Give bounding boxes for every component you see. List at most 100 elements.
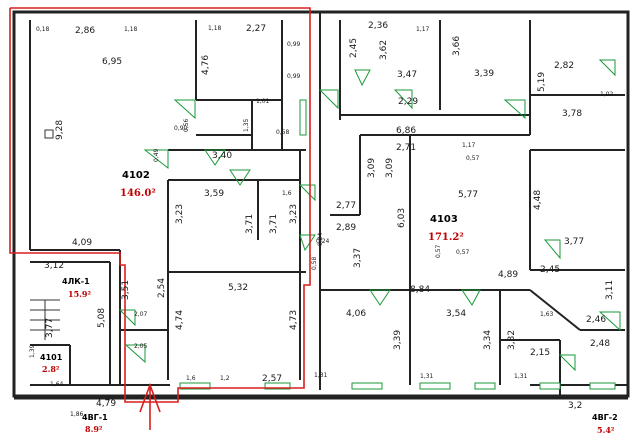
dim: 2,77	[336, 201, 356, 211]
dim: 1,6	[282, 190, 292, 197]
dim: 2,36	[368, 21, 388, 31]
dim: 2,57	[262, 374, 282, 384]
dim: 2,89	[336, 223, 356, 233]
dim: 0,57	[435, 244, 442, 258]
dim: 3,37	[353, 248, 363, 268]
room-id-4vg2: 4ВГ-2	[592, 413, 618, 422]
dim: 2,54	[157, 278, 167, 298]
dim: 1,35	[243, 118, 250, 132]
dim: 0,58	[276, 129, 290, 136]
room-id-4vg1: 4ВГ-1	[82, 413, 108, 422]
dim: 4,76	[201, 55, 211, 75]
dim: 2,29	[398, 97, 418, 107]
red-boundary-4102	[9, 7, 311, 430]
dim: 5,08	[97, 308, 107, 328]
dim: 3,32	[507, 330, 517, 350]
room-area-4103: 171.2²	[428, 232, 464, 243]
door-arcs	[118, 59, 621, 372]
dim: 1,18	[208, 25, 222, 32]
room-area-4lk1: 15.9²	[68, 289, 91, 299]
dim: 8,84	[410, 285, 430, 295]
dim: 4,73	[289, 310, 299, 330]
room-id-4103: 4103	[430, 214, 458, 225]
dim: 2,45	[349, 38, 359, 58]
dim: 1,86	[70, 411, 84, 418]
dim: 0,24	[316, 238, 330, 245]
dim: 3,59	[204, 189, 224, 199]
dim: 1,39	[29, 344, 36, 358]
dim: 4,09	[72, 238, 92, 248]
dim: 1,02	[600, 91, 614, 98]
dim: 4,89	[498, 270, 518, 280]
dim: 4,79	[96, 399, 116, 409]
room-id-4101: 4101	[40, 353, 63, 362]
dim: 3,39	[393, 330, 403, 350]
dim: 3,23	[175, 204, 185, 224]
dim: 3,11	[605, 280, 615, 300]
dim: 2,86	[75, 26, 95, 36]
dim: 1,6	[186, 375, 196, 382]
dim: 2,71	[396, 143, 416, 153]
dim: 3,09	[385, 158, 395, 178]
dim: 5,77	[458, 190, 478, 200]
dim: 3,40	[212, 151, 232, 161]
stair-hatch	[30, 299, 60, 340]
dim: 0,99	[287, 73, 301, 80]
dim: 1,18	[124, 26, 138, 33]
dim: 6,95	[102, 57, 122, 67]
dim: 3,39	[474, 69, 494, 79]
interior-walls-left	[29, 20, 306, 386]
room-area-4102: 146.0²	[120, 188, 156, 199]
dim: 6,03	[397, 208, 407, 228]
dim: 3,2	[568, 401, 582, 411]
dim: 3,71	[245, 214, 255, 234]
dimension-labels: 2,86 1,18 0,18 6,95 9,28 4,76 1,18 2,27 …	[29, 21, 615, 418]
dim: 3,66	[452, 36, 462, 56]
room-id-4lk1: 4ЛК-1	[62, 277, 90, 286]
dim: 0,57	[456, 249, 470, 256]
dim: 1,31	[420, 373, 434, 380]
dim: 3,71	[269, 214, 279, 234]
dim: 3,47	[397, 70, 417, 80]
dim: 0,57	[466, 155, 480, 162]
column-marker	[44, 129, 54, 139]
dim: 2,27	[246, 24, 266, 34]
dim: 0,56	[183, 118, 190, 132]
dim: 0,90	[174, 125, 188, 132]
dim: 3,34	[483, 330, 493, 350]
dim: 0,49	[153, 148, 160, 162]
dim: 4,74	[175, 310, 185, 330]
dim: 5,19	[537, 72, 547, 92]
dim: 2,48	[590, 339, 610, 349]
dim: 0,18	[36, 26, 50, 33]
dim: 4,06	[346, 309, 366, 319]
dim: 1,2	[220, 375, 230, 382]
room-id-4102: 4102	[122, 170, 150, 181]
dim: 0,58	[311, 256, 318, 270]
room-area-4101: 2.8²	[42, 364, 60, 374]
dim: 9,28	[55, 120, 65, 140]
room-area-4vg1: 8.9²	[85, 424, 103, 434]
dim: 1,01	[256, 98, 270, 105]
dim: 1,64	[50, 381, 64, 388]
dim: 2,82	[554, 61, 574, 71]
dim: 3,12	[44, 261, 64, 271]
dim: 3,62	[379, 40, 389, 60]
dim: 2,05	[134, 343, 148, 350]
dim: 2,46	[586, 315, 606, 325]
dim: 1,17	[416, 26, 430, 33]
dim: 5,32	[228, 283, 248, 293]
dim: 3,51	[121, 280, 131, 300]
dim: 6,86	[396, 126, 416, 136]
dim: 3,09	[367, 158, 377, 178]
interior-walls-right	[319, 12, 628, 395]
dim: 3,54	[446, 309, 466, 319]
windows	[179, 99, 616, 390]
dim: 1,17	[462, 142, 476, 149]
dim: 1,63	[540, 311, 554, 318]
room-area-4vg2: 5.4²	[597, 425, 615, 435]
dim: 2,15	[530, 348, 550, 358]
room-labels: 4102 146.0² 4103 171.2² 4ЛК-1 15.9² 4101…	[40, 170, 618, 435]
dim: 1,31	[314, 372, 328, 379]
